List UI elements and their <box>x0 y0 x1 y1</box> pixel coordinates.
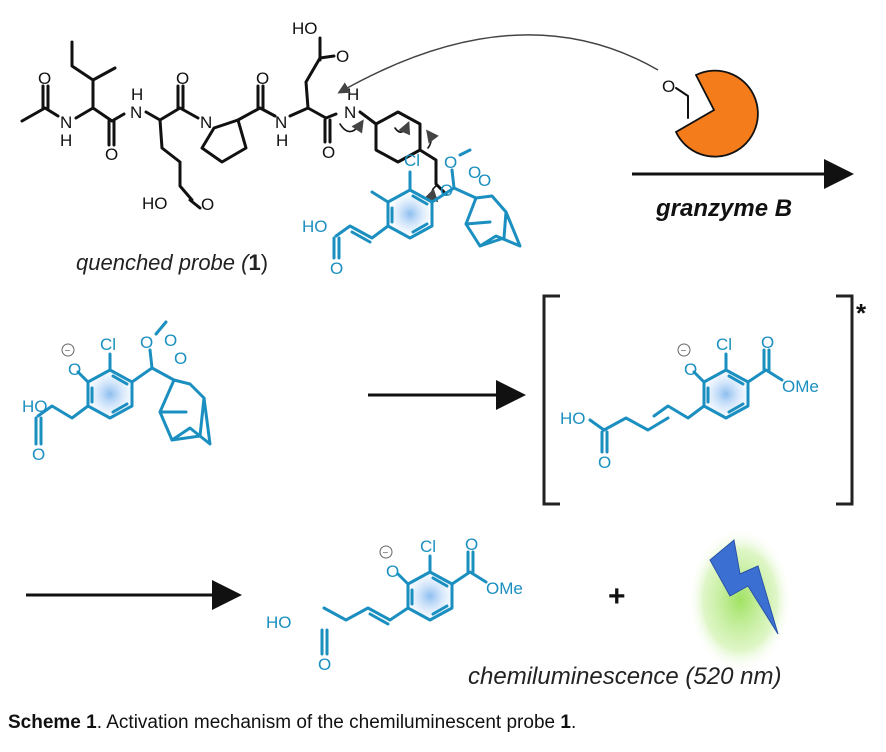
excited-ester: Cl O − O OMe HO O <box>560 333 819 472</box>
atom-O: O <box>330 259 343 278</box>
atom-OMe: OMe <box>782 377 819 396</box>
atom-H: H <box>276 131 288 150</box>
atom-O: O <box>176 69 189 88</box>
atom-O: O <box>444 153 457 172</box>
enzyme-pacman <box>674 69 759 158</box>
atom-O: O <box>761 333 774 352</box>
atom-Cl: Cl <box>716 335 732 354</box>
caption-end: . <box>570 712 577 733</box>
atom-O: O <box>322 143 335 162</box>
ground-state-ester: Cl O − O OMe HO O <box>266 535 523 674</box>
atom-Cl: Cl <box>100 335 116 354</box>
cleavage-arrow <box>337 34 659 94</box>
atom-HO: HO <box>22 397 48 416</box>
bracket-left <box>542 294 560 506</box>
atom-O: O <box>478 171 491 190</box>
atom-O: O <box>684 360 697 379</box>
atom-O: O <box>140 333 153 352</box>
atom-N: N <box>60 113 72 132</box>
peptide-substrate: O N H O N H O HO O N O N H HO <box>20 19 448 214</box>
quenched-probe-label: quenched probe (1) <box>76 250 268 275</box>
atom-H: H <box>131 85 143 104</box>
atom-O: O <box>256 69 269 88</box>
charge-minus: − <box>383 548 389 559</box>
phenolate-dioxetane: Cl O − HO O O O O <box>22 320 212 464</box>
atom-O: O <box>68 360 81 379</box>
atom-H: H <box>60 131 72 150</box>
atom-O: O <box>386 562 399 581</box>
atom-O: O <box>174 349 187 368</box>
atom-Cl: Cl <box>420 537 436 556</box>
caption-scheme-number: Scheme 1 <box>8 712 97 733</box>
atom-O: O <box>598 453 611 472</box>
caption-probe-number: 1 <box>560 712 571 733</box>
atom-O: O <box>465 535 478 554</box>
charge-minus: − <box>65 346 71 357</box>
atom-O: O <box>336 47 349 66</box>
atom-N: N <box>275 113 287 132</box>
atom-N: N <box>344 103 356 122</box>
atom-HO: HO <box>142 194 168 213</box>
bracket-right <box>836 294 854 506</box>
atom-O: O <box>105 145 118 164</box>
atom-N: N <box>200 113 212 132</box>
atom-OMe: OMe <box>486 579 523 598</box>
caption-text: . Activation mechanism of the chemilumin… <box>96 712 561 733</box>
atom-Cl: Cl <box>404 151 420 170</box>
atom-N: N <box>130 103 142 122</box>
atom-O: O <box>318 655 331 674</box>
atom-O: O <box>201 195 214 214</box>
light-emission-icon <box>688 528 792 672</box>
atom-HO: HO <box>302 217 328 236</box>
chemiluminescence-label: chemiluminescence (520 nm) <box>468 663 781 690</box>
plus-sign: + <box>608 580 626 613</box>
excited-state-asterisk: * <box>856 298 867 328</box>
atom-O: O <box>662 77 675 96</box>
granzyme-b-label: granzyme B <box>655 195 792 222</box>
atom-HO: HO <box>560 409 586 428</box>
dioxetane-probe: Cl O HO O O O O <box>302 148 522 278</box>
atom-HO: HO <box>266 613 292 632</box>
atom-O: O <box>468 163 481 182</box>
figure-caption: Scheme 1. Activation mechanism of the ch… <box>8 712 576 734</box>
granzyme-b-enzyme-icon: O <box>662 69 759 158</box>
atom-HO: HO <box>292 19 318 38</box>
atom-O: O <box>38 69 51 88</box>
atom-O: O <box>164 331 177 350</box>
charge-minus: − <box>681 346 687 357</box>
lightning-bolt-icon <box>709 539 779 635</box>
atom-O: O <box>32 445 45 464</box>
